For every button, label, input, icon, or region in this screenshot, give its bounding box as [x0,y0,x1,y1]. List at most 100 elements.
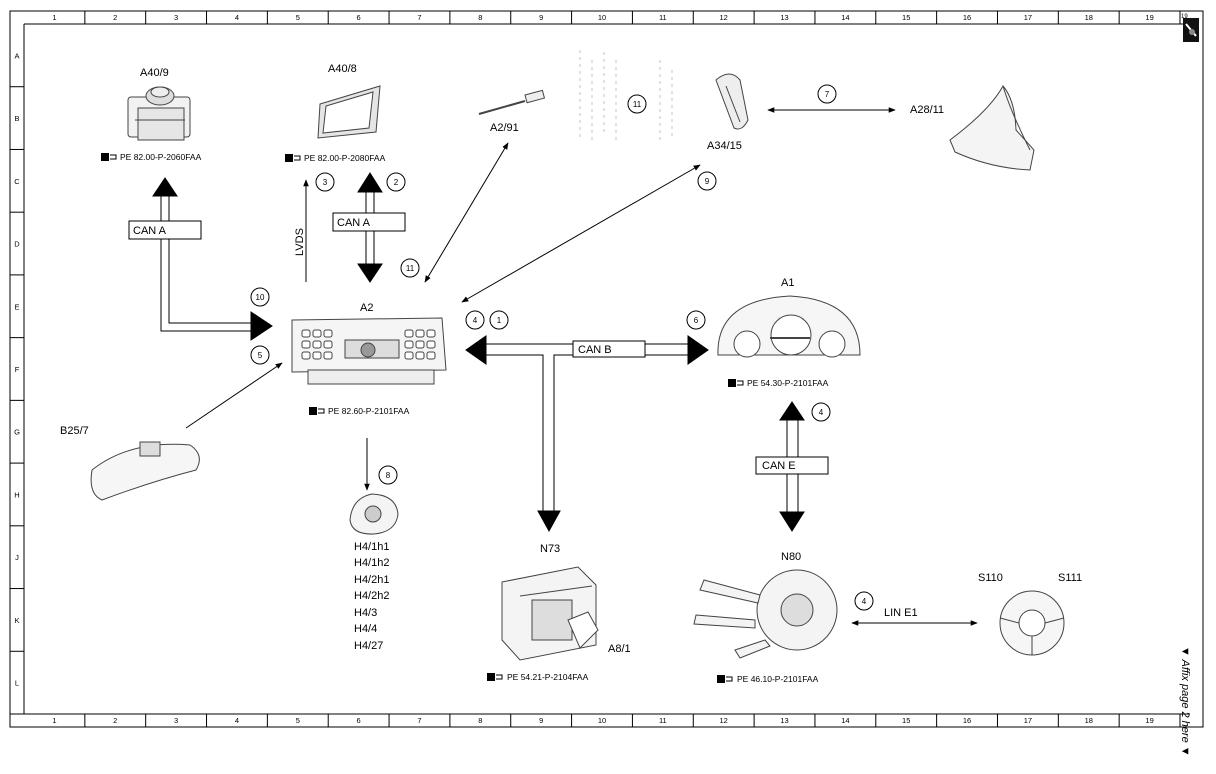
h4-label: H4/1h2 [354,557,389,569]
column-label: 6 [357,13,361,22]
b25-7-mirror-icon [90,441,200,501]
callout-1: 1 [489,310,509,330]
column-label: 1 [52,13,56,22]
column-label: 8 [478,13,482,22]
svg-text:PE 46.10-P-2101FAA: PE 46.10-P-2101FAA [737,674,819,684]
head-unit-button [312,351,322,360]
column-label: 19 [1145,716,1153,725]
a2-91-sensor-icon [478,89,546,115]
svg-text:11: 11 [406,264,415,273]
head-unit-button [426,340,436,349]
reference-book-icon [728,379,744,387]
svg-text:CAN A: CAN A [133,225,167,237]
a40-9-reference[interactable]: PE 82.00-P-2060FAA [101,152,202,162]
h4-label: H4/2h1 [354,574,389,586]
svg-text:6: 6 [694,316,699,325]
svg-text:4: 4 [862,597,867,606]
row-label: F [15,365,20,374]
callout-3: 3 [315,172,335,192]
column-label: 9 [539,716,543,725]
row-label: D [14,240,20,249]
corner-pen-icon [1183,18,1199,42]
column-label: 8 [478,716,482,725]
head-unit-button [312,329,322,338]
column-label: 11 [659,716,667,725]
head-unit-button [415,329,425,338]
head-unit-button [415,340,425,349]
h4-label: H4/1h1 [354,541,389,553]
lin-e1-label: LIN E1 [884,607,918,619]
column-label: 16 [963,13,971,22]
column-label: 7 [417,716,421,725]
column-label: 10 [598,13,606,22]
h4-label: H4/2h2 [354,590,389,602]
n73-label: N73 [540,543,560,555]
callout-8: 8 [378,465,398,485]
svg-text:CAN B: CAN B [578,344,612,356]
column-label: 17 [1024,13,1032,22]
head-unit-button [415,351,425,360]
s110-label: S110 [978,572,1003,584]
a2-label: A2 [360,302,373,314]
svg-text:PE 54.30-P-2101FAA: PE 54.30-P-2101FAA [747,378,829,388]
row-label: L [15,679,19,688]
a40-8-label: A40/8 [328,63,357,75]
callout-11: 11 [400,258,420,278]
column-label: 13 [780,13,788,22]
a40-9-label: A40/9 [140,67,169,79]
n80-reference[interactable]: PE 46.10-P-2101FAA [717,674,819,684]
column-label: 15 [902,716,910,725]
can-e-label: CAN E [755,456,829,475]
faded-grid-graphic [579,50,673,140]
column-label: 11 [659,13,667,22]
callout-markers: 3 2 11 7 9 11 10 5 4 1 6 4 8 4 [250,84,874,611]
a40-8-reference[interactable]: PE 82.00-P-2080FAA [285,153,386,163]
column-label: 12 [720,13,728,22]
callout-7: 7 [817,84,837,104]
row-label: A [14,51,19,60]
steering-wheel-icon [999,590,1065,656]
head-unit-button [301,340,311,349]
column-label: 3 [174,716,178,725]
n73-ignition-icon [501,566,599,661]
column-label: 5 [296,716,300,725]
callout-10: 10 [250,287,270,307]
head-unit-button [323,340,333,349]
a28-11-antenna-icon [949,85,1035,171]
can-a-right-label: CAN A [332,212,406,232]
reference-book-icon [717,675,733,683]
a2-a34-15-link [461,164,701,303]
row-label: K [14,616,19,625]
head-unit-button [404,351,414,360]
b25-7-a2-link [185,362,283,429]
affix-note-text: ▼ Affix page 2 here ▼ [1179,646,1191,757]
svg-text:PE 82.00-P-2060FAA: PE 82.00-P-2060FAA [120,152,202,162]
h4-label: H4/4 [354,623,377,635]
column-label: 16 [963,716,971,725]
lvds-label: LVDS [294,228,306,256]
a1-instrument-cluster-icon [717,295,861,358]
head-unit-button [426,351,436,360]
callout-11: 11 [627,94,647,114]
n73-reference[interactable]: PE 54.21-P-2104FAA [487,672,589,682]
svg-text:CAN E: CAN E [762,460,796,472]
column-label: 3 [174,13,178,22]
column-label: 5 [296,13,300,22]
column-label: 4 [235,13,239,22]
h4-speaker-icon [349,493,399,535]
column-ticks: 1122334455667788991010111112121313141415… [52,11,1181,727]
row-label: G [14,428,20,437]
a40-8-display-icon [317,85,381,139]
a2-91-label: A2/91 [490,122,519,134]
a1-reference[interactable]: PE 54.30-P-2101FAA [728,378,829,388]
svg-text:2: 2 [394,178,399,187]
callout-4: 4 [854,591,874,611]
callout-4: 4 [465,310,485,330]
column-label: 18 [1085,716,1093,725]
a2-reference[interactable]: PE 82.60-P-2101FAA [309,406,410,416]
column-label: 13 [780,716,788,725]
n80-column-module-icon [693,569,838,659]
column-label: 9 [539,13,543,22]
reference-book-icon [101,153,117,161]
